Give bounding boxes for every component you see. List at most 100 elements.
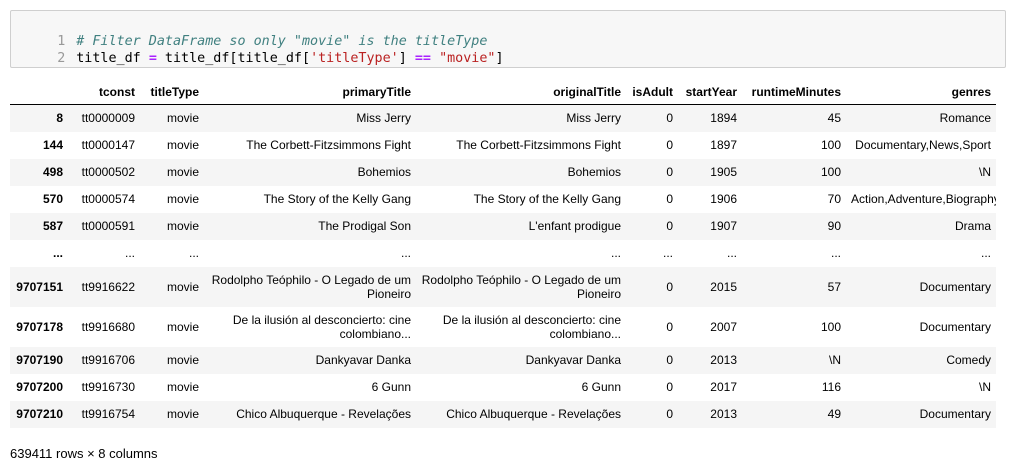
row-index: ...: [52, 246, 63, 260]
table-cell-primaryTitle: Chico Albuquerque - Revelações: [236, 407, 411, 421]
row-index: 9707151: [16, 279, 63, 294]
table-cell-genres: Comedy: [946, 353, 991, 367]
table-cell-primaryTitle: De la ilusión al desconcierto: cine colo…: [232, 312, 411, 341]
table-cell-isAdult: 0: [666, 138, 673, 152]
table-cell-tconst: tt9916730: [81, 380, 135, 394]
table-cell-tconst: tt0000502: [81, 165, 135, 179]
code-string: "movie": [439, 51, 496, 66]
line-number: 1: [57, 34, 66, 49]
table-cell-tconst: tt0000574: [81, 192, 135, 206]
line-number: 2: [57, 51, 66, 66]
table-cell-genres: \N: [979, 380, 991, 394]
table-cell-runtimeMinutes: 116: [821, 380, 841, 394]
table-cell-titleType: movie: [166, 353, 199, 367]
table-cell-tconst: tt9916622: [81, 279, 135, 294]
table-cell-genres: Action,Adventure,Biography: [851, 192, 996, 206]
row-index: 8: [56, 111, 63, 126]
table-cell-startYear: 1894: [710, 111, 737, 126]
table-cell-titleType: movie: [166, 279, 199, 294]
table-cell-originalTitle: L'enfant prodigue: [528, 219, 621, 233]
table-cell-runtimeMinutes: \N: [829, 353, 841, 367]
table-cell-originalTitle: Dankyavar Danka: [525, 353, 621, 367]
table-cell-runtimeMinutes: 70: [827, 192, 841, 206]
table-cell-primaryTitle: Bohemios: [357, 165, 411, 179]
table-cell-genres: Documentary: [919, 279, 991, 294]
column-header: originalTitle: [416, 80, 626, 105]
table-cell-isAdult: 0: [666, 219, 673, 233]
table-cell-tconst: tt9916754: [81, 407, 135, 421]
table-cell-startYear: 2017: [710, 380, 737, 394]
column-header: isAdult: [626, 80, 678, 105]
table-cell-tconst: tt0000147: [81, 138, 135, 152]
table-row: 9707178 tt9916680 movie De la ilusión al de…: [10, 306, 996, 347]
table-cell-originalTitle: 6 Gunn: [581, 380, 621, 394]
row-index: 570: [42, 192, 63, 206]
table-cell-tconst: tt0000009: [81, 111, 135, 126]
table-cell-titleType: movie: [166, 219, 199, 233]
table-cell-titleType: movie: [166, 407, 199, 421]
table-cell-titleType: movie: [166, 192, 199, 206]
table-row: 9707151 tt9916622 movie Rodolpho Teóphilo -…: [10, 266, 996, 307]
table-cell-startYear: 1897: [710, 138, 737, 152]
table-cell-runtimeMinutes: 90: [827, 219, 841, 233]
column-header: startYear: [678, 80, 742, 105]
table-cell-originalTitle: ...: [610, 246, 621, 260]
column-header: primaryTitle: [204, 80, 416, 105]
table-cell-titleType: movie: [166, 111, 199, 126]
table-cell-genres: Documentary,News,Sport: [855, 138, 991, 152]
table-cell-primaryTitle: 6 Gunn: [371, 380, 411, 394]
table-cell-isAdult: 0: [666, 165, 673, 179]
table-cell-startYear: 1907: [710, 219, 737, 233]
dataframe-output: tconst titleType primaryTitle originalTi…: [10, 80, 996, 428]
row-index: 9707190: [16, 353, 63, 367]
row-index: 9707210: [16, 407, 63, 421]
table-cell-tconst: tt0000591: [81, 219, 135, 233]
table-cell-originalTitle: Chico Albuquerque - Revelações: [446, 407, 621, 421]
row-index: 144: [42, 138, 63, 152]
table-cell-originalTitle: The Story of the Kelly Gang: [473, 192, 621, 206]
table-cell-isAdult: 0: [666, 380, 673, 394]
table-header-row: tconst titleType primaryTitle originalTi…: [10, 80, 996, 105]
table-cell-startYear: ...: [726, 246, 737, 260]
table-row: 144 tt0000147 movie The Corbett-Fitzsimmons…: [10, 131, 996, 159]
line-number: 3: [43, 67, 65, 68]
table-cell-titleType: movie: [166, 319, 199, 334]
column-header: tconst: [68, 80, 140, 105]
table-row: 570 tt0000574 movie The Story of the Kelly …: [10, 185, 996, 213]
dataframe-table: tconst titleType primaryTitle originalTi…: [10, 80, 996, 428]
dataframe-shape: 639411 rows × 8 columns: [10, 446, 158, 461]
code-cell[interactable]: 1 # Filter DataFrame so only "movie" is t…: [10, 10, 1006, 68]
table-cell-runtimeMinutes: 100: [820, 319, 841, 334]
index-header: [10, 80, 68, 105]
table-cell-tconst: ...: [124, 246, 135, 260]
table-cell-startYear: 2013: [710, 407, 737, 421]
code-comment: # Filter DataFrame so only "movie" is th…: [76, 34, 488, 49]
row-index: 9707178: [16, 319, 63, 334]
code-operator: =: [148, 51, 157, 66]
table-cell-tconst: tt9916680: [81, 319, 135, 334]
table-cell-primaryTitle: Miss Jerry: [356, 111, 411, 126]
table-cell-startYear: 2007: [710, 319, 737, 334]
code-text: title_df: [76, 51, 149, 66]
table-cell-isAdult: 0: [666, 111, 673, 126]
column-header: titleType: [140, 80, 204, 105]
table-cell-titleType: ...: [188, 246, 199, 260]
table-cell-genres: Drama: [954, 219, 991, 233]
code-line-1: 1 # Filter DataFrame so only "movie" is t…: [11, 16, 487, 49]
table-cell-runtimeMinutes: 100: [820, 138, 841, 152]
table-row: ...........................: [10, 239, 996, 267]
table-cell-isAdult: 0: [666, 279, 673, 294]
table-cell-startYear: 2015: [710, 279, 737, 294]
table-cell-genres: Documentary: [919, 407, 991, 421]
table-cell-primaryTitle: Rodolpho Teóphilo - O Legado de um Pione…: [211, 272, 411, 301]
table-cell-startYear: 1906: [710, 192, 737, 206]
table-cell-primaryTitle: The Corbett-Fitzsimmons Fight: [246, 138, 411, 152]
table-cell-isAdult: 0: [666, 407, 673, 421]
table-cell-originalTitle: Bohemios: [567, 165, 621, 179]
code-line-3: 3title_df: [11, 50, 141, 67]
table-cell-titleType: movie: [166, 138, 199, 152]
code-operator: ==: [414, 51, 431, 66]
